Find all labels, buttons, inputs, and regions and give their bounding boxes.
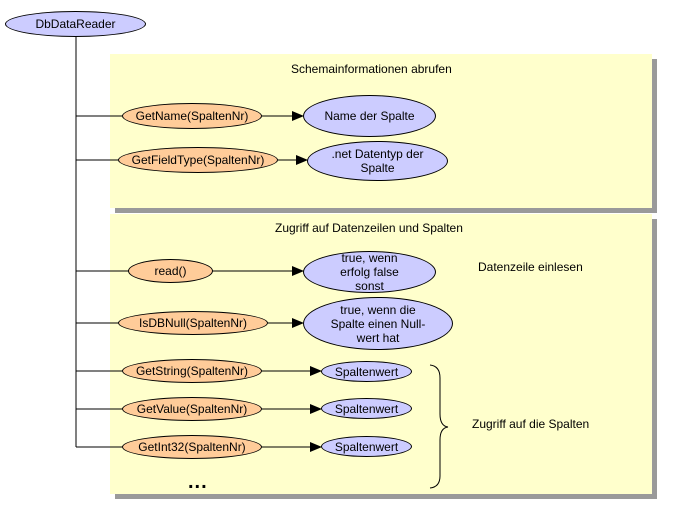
method-isdbnull: IsDBNull(SpaltenNr) [118,311,268,335]
result-getvalue: Spaltenwert [321,398,412,419]
result-label: Spaltenwert [334,439,399,454]
result-isdbnull: true, wenn die Spalte einen Null- wert h… [303,297,453,350]
method-read: read() [128,259,213,283]
method-getfieldtype: GetFieldType(SpaltenNr) [118,147,278,173]
method-getstring: GetString(SpaltenNr) [122,359,262,383]
schema-panel-title: Schemainformationen abrufen [291,62,452,76]
method-label: GetName(SpaltenNr) [135,109,249,123]
result-label: true, wenn die Spalte einen Null- wert h… [330,302,426,345]
method-label: GetValue(SpaltenNr) [136,402,248,416]
method-label: IsDBNull(SpaltenNr) [138,316,248,330]
note-read: Datenzeile einlesen [478,260,583,274]
result-label: Spaltenwert [334,364,399,379]
ellipsis: ... [188,471,208,493]
result-label: Name der Spalte [324,109,415,123]
group-note-column-access: Zugriff auf die Spalten [472,417,590,431]
method-getname: GetName(SpaltenNr) [122,103,262,129]
method-label: GetFieldType(SpaltenNr) [131,153,265,167]
root-node-label: DbDataReader [35,17,116,31]
curly-brace [429,364,449,489]
data-access-panel-title: Zugriff auf Datenzeilen und Spalten [275,221,463,235]
root-node-dbdatareader: DbDataReader [5,11,146,37]
result-label: Spaltenwert [334,401,399,416]
method-label: read() [154,264,187,278]
method-label: GetString(SpaltenNr) [135,364,249,378]
result-getfieldtype: .net Datentyp der Spalte [307,141,448,181]
result-getstring: Spaltenwert [321,361,412,382]
method-getvalue: GetValue(SpaltenNr) [122,397,262,421]
result-label: true, wenn erfolg false sonst [340,251,399,293]
result-getint32: Spaltenwert [321,436,412,457]
result-label: .net Datentyp der Spalte [331,147,424,175]
result-getname: Name der Spalte [303,95,436,137]
method-getint32: GetInt32(SpaltenNr) [122,435,262,459]
result-read: true, wenn erfolg false sonst [303,251,436,293]
method-label: GetInt32(SpaltenNr) [138,440,246,454]
